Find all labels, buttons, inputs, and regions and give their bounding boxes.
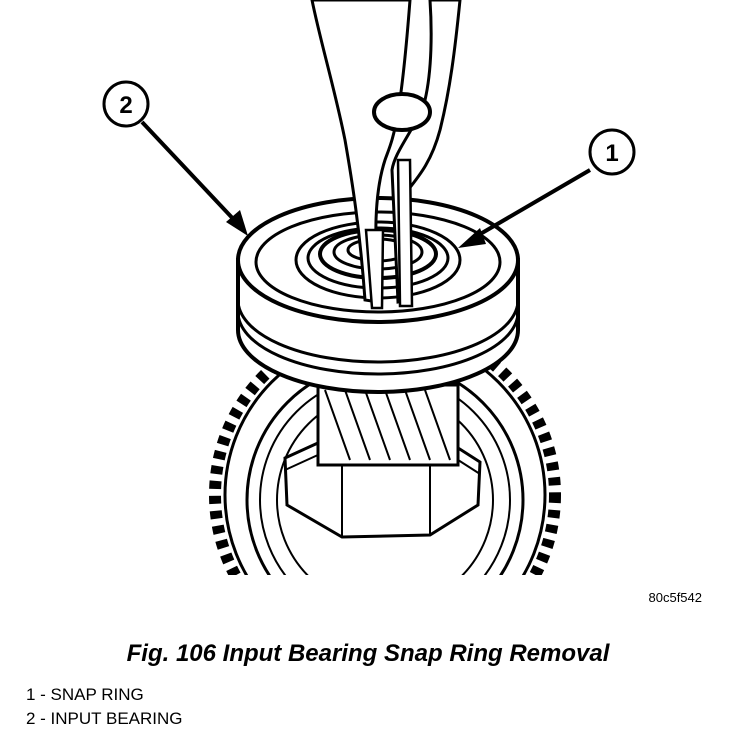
- legend-item-snap-ring: 1 - SNAP RING: [26, 685, 144, 704]
- legend-item-input-bearing: 2 - INPUT BEARING: [26, 709, 183, 728]
- snap-ring-pliers: [310, 0, 462, 310]
- callout-number: 2: [119, 92, 132, 119]
- image-code: 80c5f542: [648, 590, 703, 605]
- callout-2: 2: [102, 80, 248, 236]
- gear-assembly: [209, 319, 561, 575]
- illustration: 1 2: [102, 0, 636, 575]
- input-bearing: [236, 196, 520, 394]
- callout-number: 1: [605, 140, 618, 167]
- callout-1: 1: [458, 128, 636, 248]
- legend: 1 - SNAP RING 2 - INPUT BEARING: [26, 683, 183, 731]
- figure-caption: Fig. 106 Input Bearing Snap Ring Removal: [126, 640, 610, 667]
